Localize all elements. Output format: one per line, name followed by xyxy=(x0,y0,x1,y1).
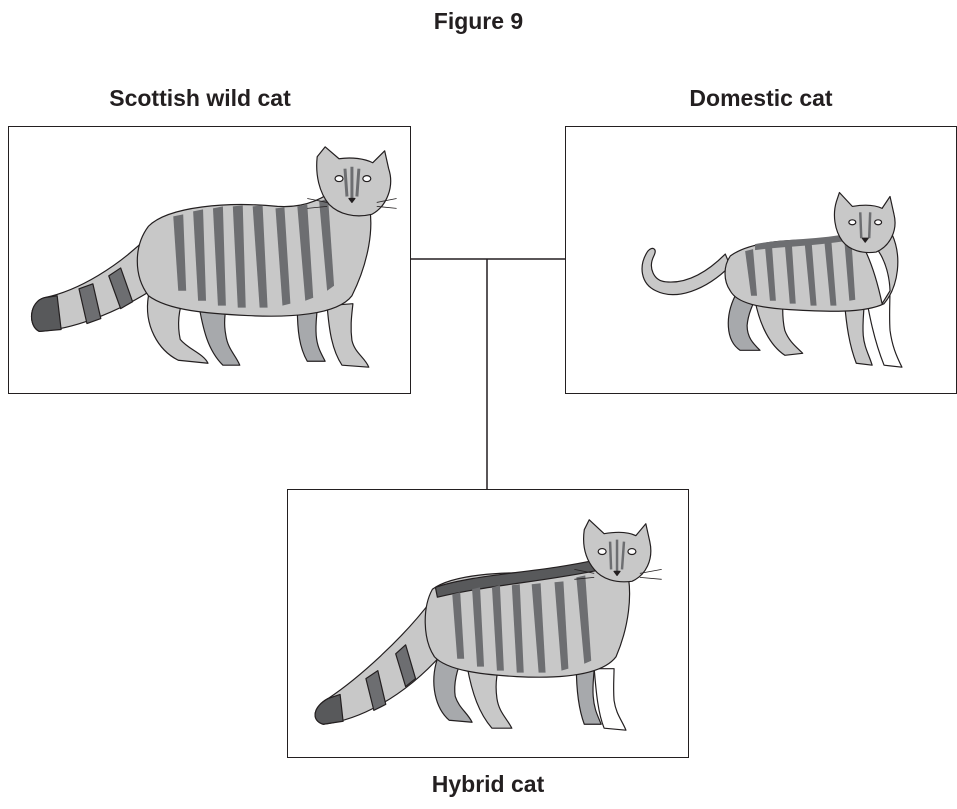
hybrid-cat-panel xyxy=(287,489,689,758)
hybrid-cat-label: Hybrid cat xyxy=(287,771,689,798)
domestic-cat-icon xyxy=(566,127,956,393)
scottish-wild-cat-panel xyxy=(8,126,411,394)
scottish-wild-cat-icon xyxy=(9,127,410,393)
hybrid-cat-icon xyxy=(288,490,688,757)
figure-title: Figure 9 xyxy=(0,8,957,35)
scottish-wild-cat-label: Scottish wild cat xyxy=(8,85,392,112)
domestic-cat-panel xyxy=(565,126,957,394)
domestic-cat-label: Domestic cat xyxy=(565,85,957,112)
